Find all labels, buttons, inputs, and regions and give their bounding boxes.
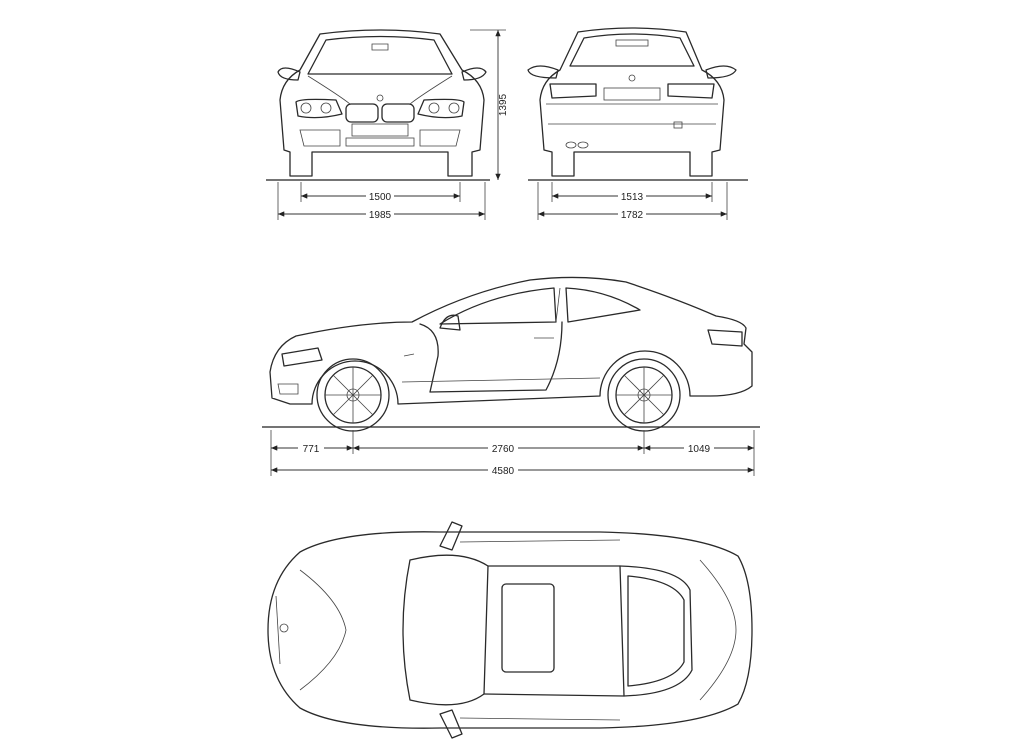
rear-view [527, 27, 748, 181]
rear-view-dimensions: 1513 1782 [537, 182, 728, 221]
dim-wheelbase: 2760 [492, 444, 515, 455]
dim-rear-width: 1782 [621, 210, 644, 221]
front-view-dimensions: 1395 1500 1985 [277, 29, 509, 221]
top-view [267, 521, 753, 739]
rear-wheel-spokes [616, 367, 672, 423]
dim-length: 4580 [492, 466, 515, 477]
dim-front-track: 1500 [369, 192, 392, 203]
front-wheel-spokes [325, 367, 381, 423]
dim-rear-track: 1513 [621, 192, 644, 203]
dim-front-width: 1985 [369, 210, 392, 221]
front-view [266, 29, 490, 181]
dim-rear-overhang: 1049 [688, 444, 711, 455]
side-view [262, 276, 760, 432]
dim-front-overhang: 771 [303, 444, 320, 455]
side-view-dimensions: 771 2760 1049 4580 [270, 430, 755, 477]
dim-height: 1395 [498, 93, 509, 116]
